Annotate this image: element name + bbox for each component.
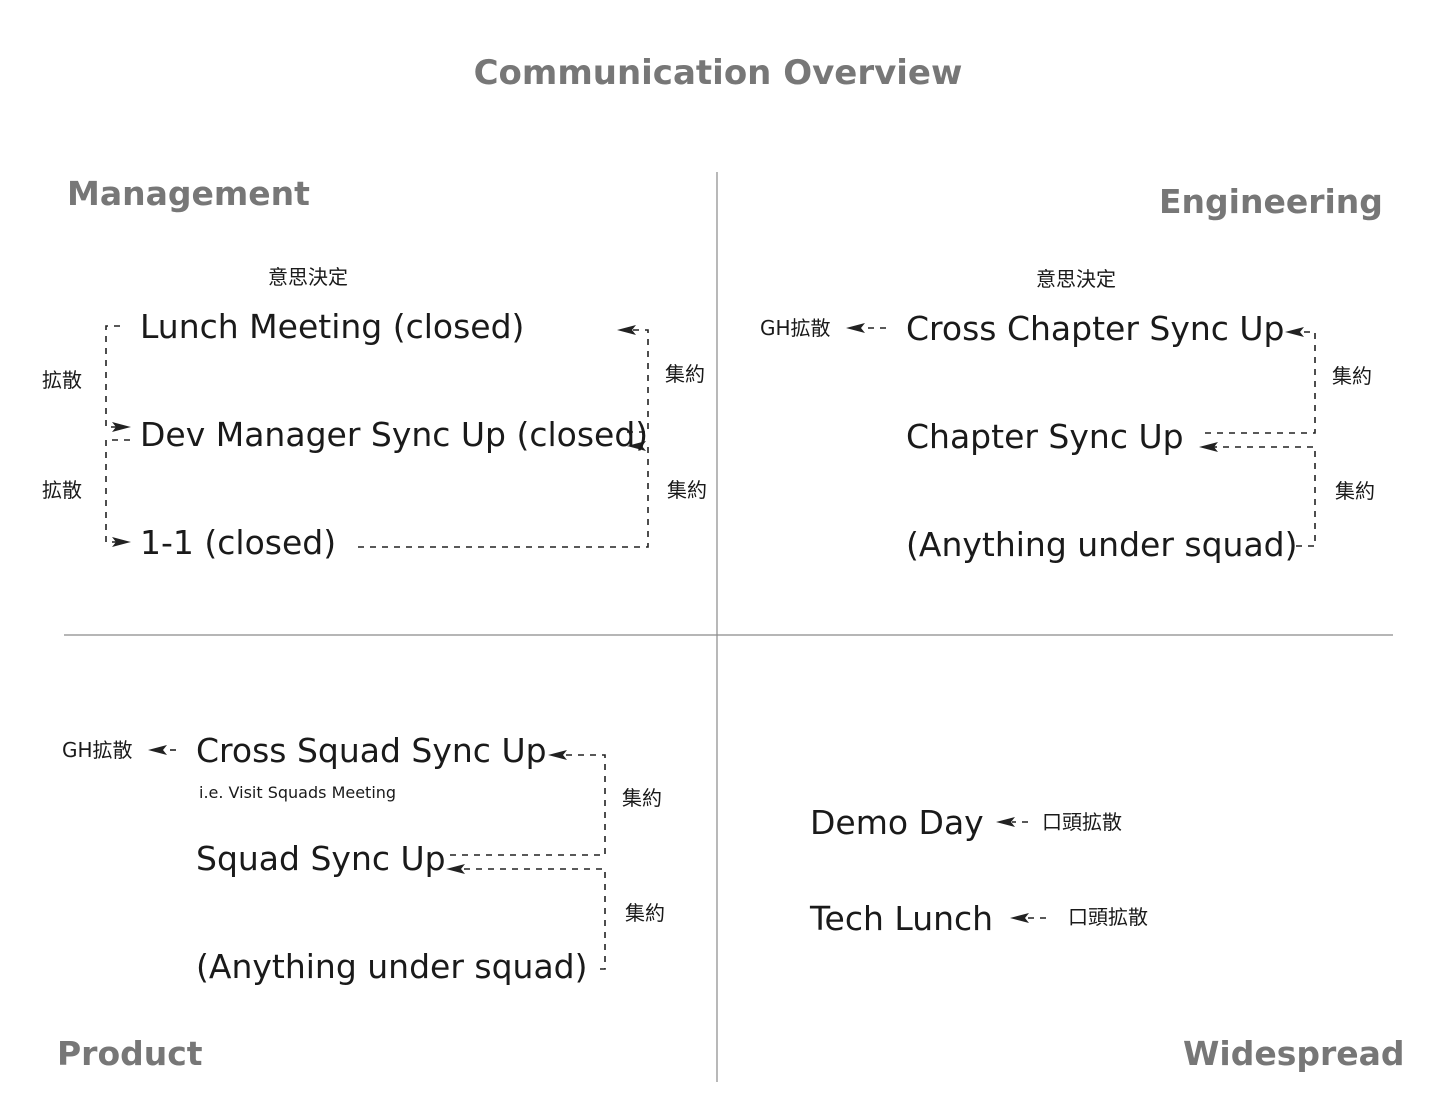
node-cross-squad-note: i.e. Visit Squads Meeting [199,783,397,802]
prod-aggregate-connector-2 [461,868,606,970]
prod-aggregate-arrowhead-1 [548,750,567,760]
node-prod-anything-under-squad: (Anything under squad) [196,947,588,986]
node-lunch-meeting: Lunch Meeting (closed) [140,307,525,346]
eng-aggregate-arrowhead-1 [1285,327,1304,337]
eng-aggregate-connector-1 [1205,331,1316,434]
mgmt-aggregate-arrowhead-1 [617,325,636,335]
prod-aggregate-label-1: 集約 [622,786,662,810]
mgmt-spread-connector-2 [105,439,130,543]
quadrant-label-engineering: Engineering [1159,182,1383,221]
prod-aggregate-connector-1 [450,754,606,856]
mgmt-aggregate-arrowhead-2 [627,441,646,451]
mgmt-spread-arrowhead-2 [112,537,131,547]
quadrant-label-product: Product [57,1034,203,1073]
node-cross-squad-sync-up: Cross Squad Sync Up [196,731,547,770]
mgmt-aggregate-label-1: 集約 [665,362,705,386]
prod-gh-spread-label: GH拡散 [62,738,133,762]
ws-oral-spread-arrowhead-1 [996,817,1015,827]
ws-oral-spread-arrowhead-2 [1010,913,1029,923]
node-one-on-one: 1-1 (closed) [140,523,337,562]
prod-aggregate-label-2: 集約 [625,901,665,925]
eng-aggregate-label-1: 集約 [1332,364,1372,388]
eng-gh-spread-label: GH拡散 [760,316,831,340]
prod-aggregate-arrowhead-2 [446,864,465,874]
mgmt-spread-connector-1 [105,325,120,428]
page-title: Communication Overview [473,53,963,93]
node-dev-manager-sync-up: Dev Manager Sync Up (closed) [140,415,649,454]
node-chapter-sync-up: Chapter Sync Up [906,417,1184,456]
quadrant-label-management: Management [67,174,310,213]
mgmt-spread-arrowhead-1 [112,422,131,432]
ws-oral-spread-label-2: 口頭拡散 [1068,905,1148,929]
quadrant-label-widespread: Widespread [1183,1034,1405,1073]
eng-aggregate-connector-2 [1214,446,1316,547]
node-squad-sync-up: Squad Sync Up [196,839,446,878]
node-demo-day: Demo Day [810,803,984,842]
ws-oral-spread-label-1: 口頭拡散 [1042,810,1122,834]
mgmt-aggregate-label-2: 集約 [667,478,707,502]
mgmt-decision-label: 意思決定 [268,265,348,289]
mgmt-aggregate-connector-2 [358,445,649,548]
eng-gh-spread-arrowhead [846,323,865,333]
mgmt-spread-label-2: 拡散 [42,478,82,502]
node-cross-chapter-sync-up: Cross Chapter Sync Up [906,309,1285,348]
eng-aggregate-arrowhead-2 [1199,442,1218,452]
eng-aggregate-label-2: 集約 [1335,479,1375,503]
eng-decision-label: 意思決定 [1036,267,1116,291]
node-tech-lunch: Tech Lunch [810,899,994,938]
mgmt-spread-label-1: 拡散 [42,368,82,392]
node-eng-anything-under-squad: (Anything under squad) [906,525,1298,564]
mgmt-aggregate-connector-1 [627,329,649,433]
prod-gh-spread-arrowhead [148,745,167,755]
